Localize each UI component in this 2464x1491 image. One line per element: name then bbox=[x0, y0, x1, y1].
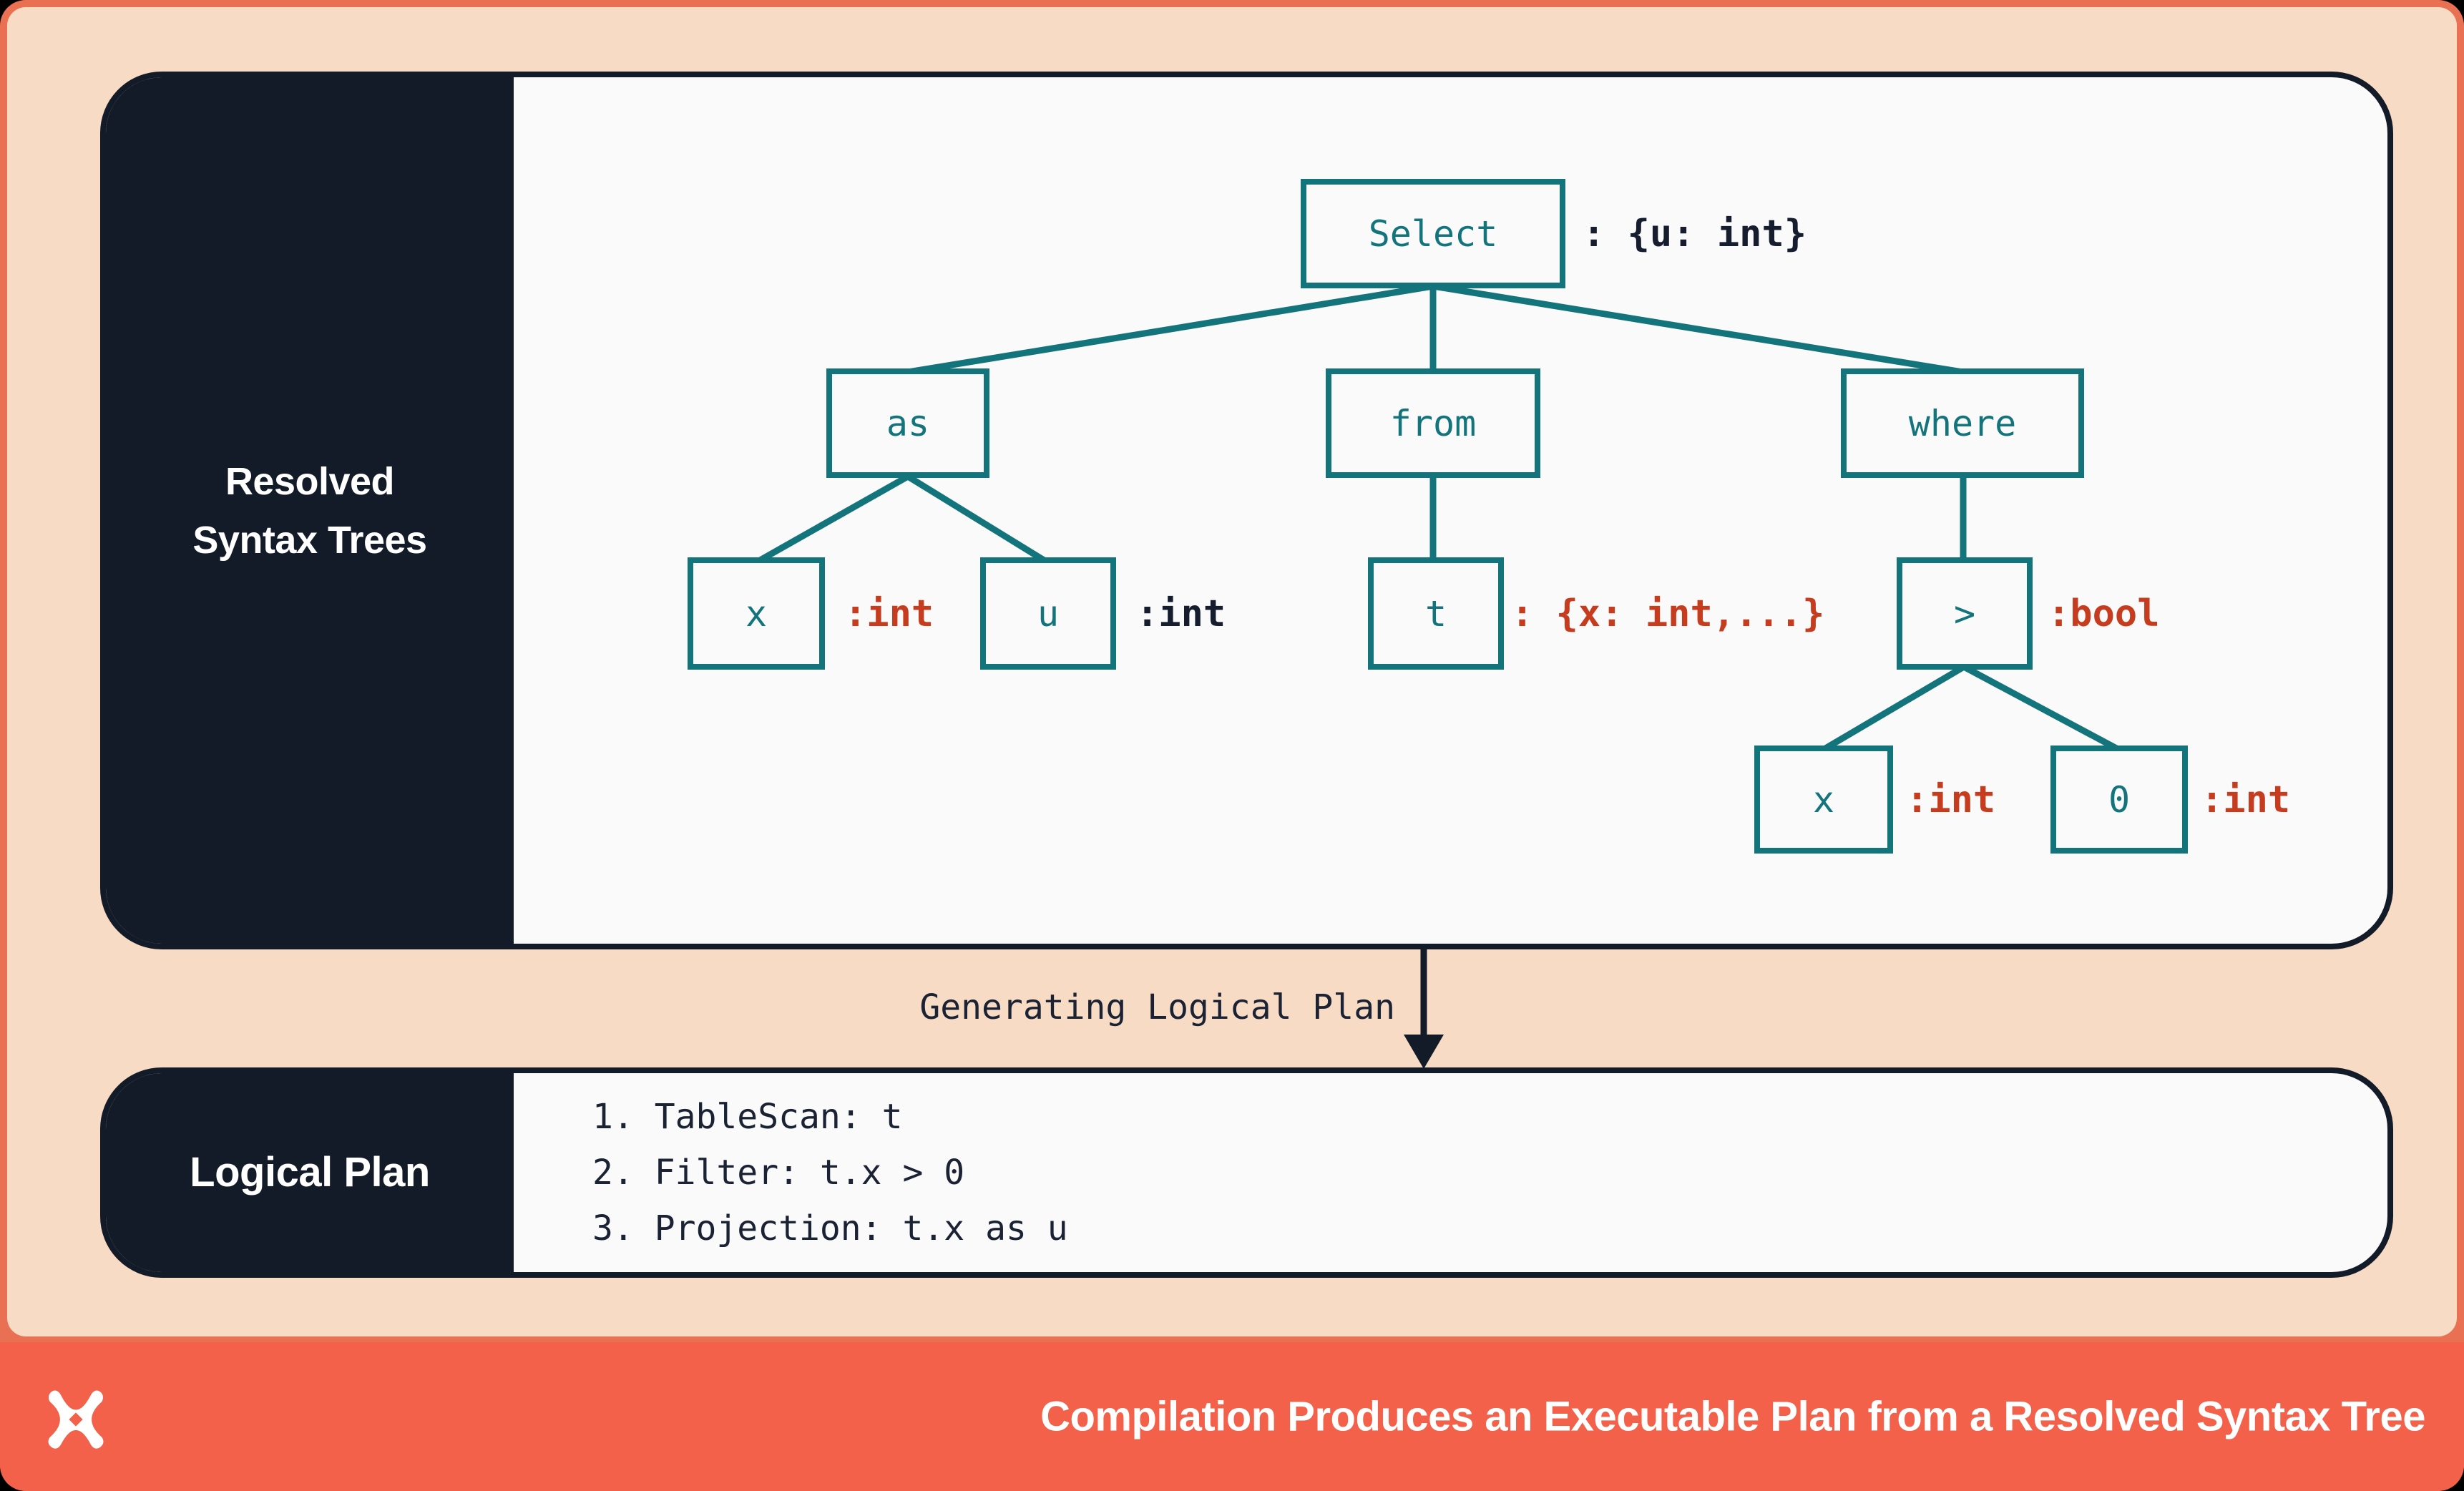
tree-node-gt: > bbox=[1897, 557, 2033, 670]
plan-step: 1. TableScan: t bbox=[592, 1097, 903, 1137]
tree-node-select: Select bbox=[1301, 179, 1565, 288]
tree-node-where: where bbox=[1841, 368, 2084, 478]
tree-node-from: from bbox=[1326, 368, 1540, 478]
tree-node-u: u bbox=[980, 557, 1116, 670]
node-label: x bbox=[745, 592, 768, 635]
resolved-syntax-trees-panel: Resolved Syntax Trees bbox=[100, 72, 2393, 949]
node-label: where bbox=[1908, 402, 2017, 444]
type-annotation-t: : {x: int,...} bbox=[1511, 592, 1825, 635]
node-label: u bbox=[1037, 592, 1060, 635]
node-label: x bbox=[1812, 778, 1835, 821]
footer-title: Compilation Produces an Executable Plan … bbox=[1040, 1393, 2425, 1440]
type-annotation-x-where: :int bbox=[1906, 778, 1996, 821]
node-label: Select bbox=[1368, 212, 1498, 255]
x-pinwheel-logo-icon bbox=[48, 1390, 104, 1449]
plan-step: 2. Filter: t.x > 0 bbox=[592, 1153, 965, 1193]
logical-plan-steps: 1. TableScan: t 2. Filter: t.x > 0 3. Pr… bbox=[592, 1073, 1068, 1272]
type-annotation-x-as: :int bbox=[844, 592, 934, 635]
node-label: t bbox=[1424, 592, 1447, 635]
footer-bar bbox=[0, 1342, 2464, 1491]
resolved-syntax-trees-label-column: Resolved Syntax Trees bbox=[106, 77, 514, 944]
plan-step: 3. Projection: t.x as u bbox=[592, 1208, 1068, 1248]
tree-node-zero: 0 bbox=[2050, 746, 2188, 854]
node-label: > bbox=[1953, 592, 1976, 635]
type-annotation-select: : {u: int} bbox=[1583, 212, 1807, 255]
logical-plan-label-column: Logical Plan bbox=[106, 1073, 514, 1272]
type-annotation-zero: :int bbox=[2201, 778, 2291, 821]
type-annotation-gt: :bool bbox=[2048, 592, 2160, 635]
tree-node-x-as: x bbox=[688, 557, 825, 670]
tree-node-t: t bbox=[1368, 557, 1504, 670]
panel-label: Resolved bbox=[225, 459, 395, 503]
node-label: from bbox=[1389, 402, 1477, 444]
node-label: as bbox=[886, 402, 930, 444]
tree-node-x-where: x bbox=[1754, 746, 1893, 854]
type-annotation-u: :int bbox=[1136, 592, 1226, 635]
panel-label: Syntax Trees bbox=[192, 518, 427, 562]
logical-plan-panel: Logical Plan 1. TableScan: t 2. Filter: … bbox=[100, 1067, 2393, 1278]
node-label: 0 bbox=[2108, 778, 2131, 821]
panel-label: Logical Plan bbox=[190, 1149, 430, 1196]
generating-logical-plan-label: Generating Logical Plan bbox=[919, 987, 1395, 1027]
tree-node-as: as bbox=[826, 368, 989, 478]
